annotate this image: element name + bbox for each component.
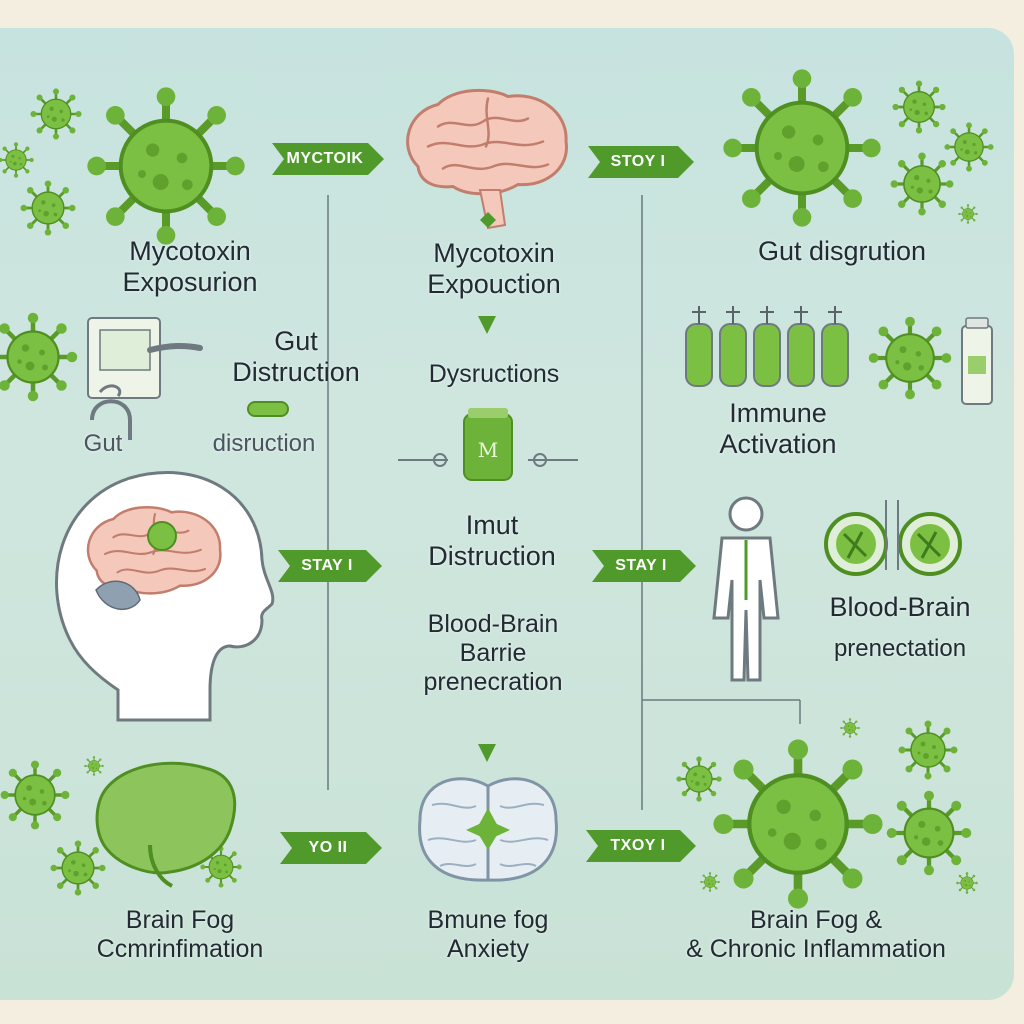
label-line: Bmune fog bbox=[427, 906, 549, 934]
gut-icon bbox=[87, 317, 203, 440]
step-arrow: TXOY I bbox=[586, 826, 696, 866]
virus-icon bbox=[898, 720, 958, 780]
label-line: Activation bbox=[719, 429, 837, 460]
step-arrow-label: STAY I bbox=[615, 557, 667, 574]
cell-icon bbox=[824, 500, 962, 576]
label-line: Mycotoxin bbox=[433, 238, 555, 268]
virus-icon bbox=[892, 80, 946, 134]
label-gut-small: Gut bbox=[58, 430, 148, 458]
virus-icon bbox=[30, 88, 82, 140]
brain-icon bbox=[406, 88, 569, 196]
virus-icon bbox=[676, 756, 722, 802]
label-line: Brain Fog & bbox=[749, 906, 882, 934]
virus-icon bbox=[20, 180, 76, 236]
label-line: Gut bbox=[83, 430, 123, 457]
virus-icon bbox=[700, 872, 720, 892]
label-line: Dysructions bbox=[428, 360, 560, 388]
label-line: Gut bbox=[274, 326, 318, 356]
vial-icon: M bbox=[398, 408, 578, 481]
step-arrow-label: MYCTOIK bbox=[286, 150, 364, 167]
virus-icon bbox=[87, 87, 244, 244]
virus-icon bbox=[0, 760, 70, 830]
virus-icon bbox=[723, 69, 880, 226]
virus-icon bbox=[956, 872, 978, 894]
brain-topdown-icon bbox=[418, 744, 558, 882]
label-line: Expouction bbox=[427, 269, 561, 300]
virus-icon bbox=[713, 739, 882, 908]
label-mycotoxin-exposure: Mycotoxin Exposurion bbox=[80, 236, 300, 298]
label-line: Imut bbox=[465, 510, 519, 540]
label-line: Mycotoxin bbox=[129, 236, 251, 266]
step-arrow: STOY I bbox=[588, 142, 694, 182]
virus-icon bbox=[84, 756, 104, 776]
virus-icon bbox=[50, 840, 106, 896]
label-line: Ccmrinfimation bbox=[96, 934, 264, 963]
virus-icon bbox=[890, 152, 954, 216]
head-profile-icon bbox=[55, 471, 275, 722]
test-tube-icon bbox=[961, 317, 993, 405]
label-line: Blood-Brain bbox=[829, 592, 971, 622]
step-arrow: STAY I bbox=[592, 546, 696, 586]
virus-icon bbox=[0, 313, 77, 402]
label-line: Brain Fog bbox=[125, 906, 235, 934]
label-line: Distruction bbox=[428, 541, 556, 572]
step-arrow-label: STAY I bbox=[301, 557, 353, 574]
step-arrow-label: YO II bbox=[308, 839, 348, 856]
step-arrow-label: TXOY I bbox=[610, 837, 666, 854]
virus-icon bbox=[958, 204, 978, 224]
label-brain-fog-right: Brain Fog & & Chronic Inflammation bbox=[628, 906, 1004, 964]
test-tube-icon bbox=[685, 306, 849, 387]
label-disruction-small: disruction bbox=[178, 430, 350, 458]
label-bmune-fog: Bmune fog Anxiety bbox=[388, 906, 588, 964]
virus-icon bbox=[944, 122, 994, 172]
label-dysructions: Dysructions bbox=[396, 360, 592, 389]
virus-icon bbox=[887, 791, 972, 876]
label-mycotoxin-exposure-center: Mycotoxin Expouction bbox=[384, 238, 604, 300]
label-line: disruction bbox=[212, 430, 316, 457]
step-arrow: STAY I bbox=[278, 546, 382, 586]
label-line: Exposurion bbox=[122, 267, 258, 298]
label-line: prenectation bbox=[833, 635, 967, 663]
label-line: prenecration bbox=[423, 667, 563, 696]
step-arrow: YO II bbox=[280, 828, 382, 868]
label-immune-activation: Immune Activation bbox=[680, 398, 876, 460]
svg-text:M: M bbox=[478, 438, 498, 462]
virus-icon bbox=[869, 317, 952, 400]
step-arrow: MYCTOIK bbox=[272, 139, 384, 179]
liver-icon bbox=[95, 761, 237, 888]
label-brain-fog-left: Brain Fog Ccmrinfimation bbox=[30, 906, 330, 964]
label-line: Barrie bbox=[459, 638, 527, 667]
label-line: Gut disgrution bbox=[757, 236, 927, 266]
label-line: & Chronic Inflammation bbox=[686, 934, 946, 963]
label-imut-distruction: Imut Distruction bbox=[392, 510, 592, 572]
virus-icon bbox=[840, 718, 860, 738]
label-gut-distruction: Gut Distruction bbox=[196, 326, 396, 388]
label-line: Distruction bbox=[232, 357, 360, 388]
human-figure-icon bbox=[712, 496, 780, 682]
label-line: Anxiety bbox=[447, 934, 529, 963]
label-bbb-right: Blood-Brain prenectation bbox=[790, 592, 1010, 663]
label-line: Immune bbox=[729, 398, 827, 428]
label-gut-disruption-top: Gut disgrution bbox=[712, 236, 972, 267]
label-bbb-center: Blood-Brain Barrie prenecration bbox=[380, 610, 606, 696]
label-line: Blood-Brain bbox=[427, 610, 559, 638]
virus-icon bbox=[0, 142, 34, 178]
step-arrow-label: STOY I bbox=[610, 153, 666, 170]
